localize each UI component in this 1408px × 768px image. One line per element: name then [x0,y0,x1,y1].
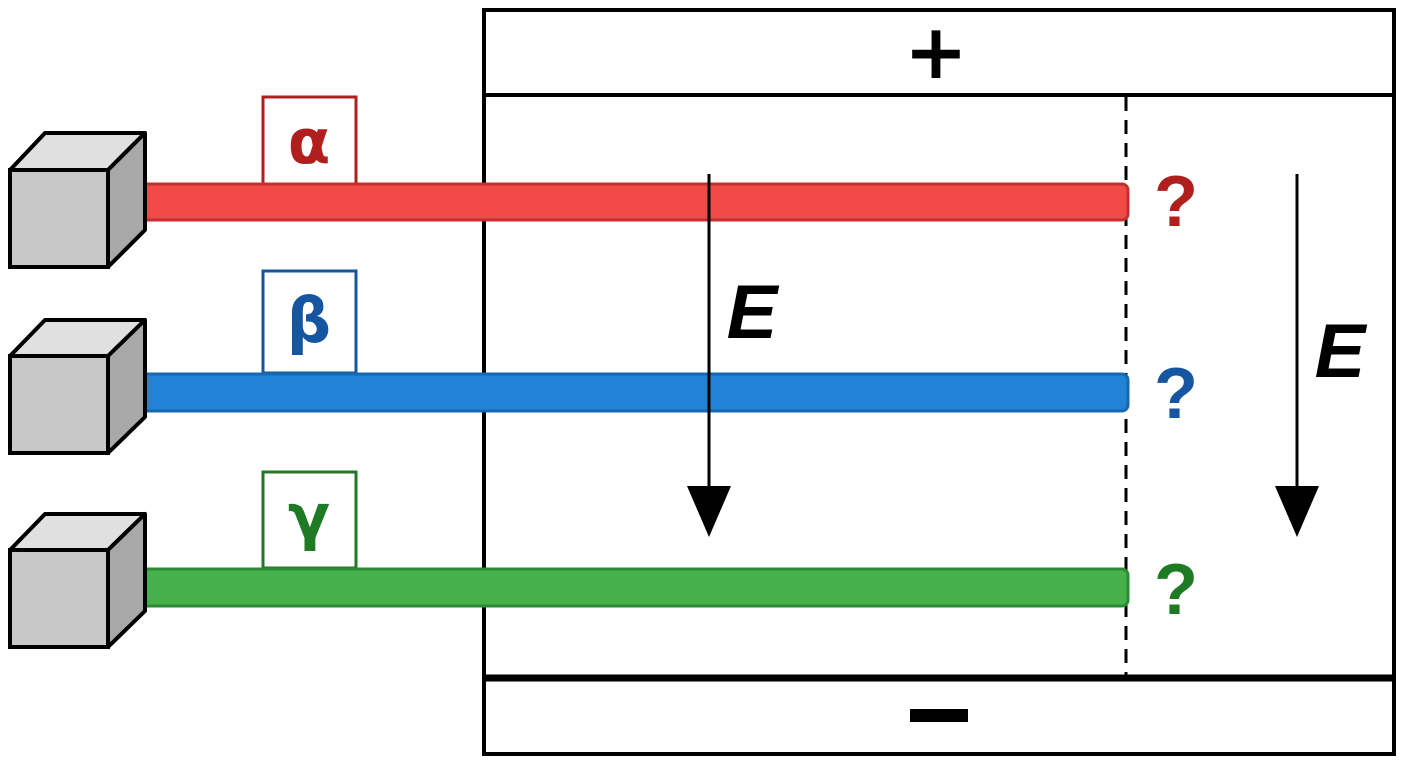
gamma-beam [120,567,1130,608]
positive-plate-sign: + [904,7,968,96]
alpha-unknown: ? [1154,162,1198,242]
gamma-label-box [261,470,358,570]
field-label-left: E [727,270,780,355]
beta-source-front [8,354,110,455]
field-arrow-left-head [687,486,731,537]
gamma-label: γ [288,480,330,553]
gamma-source-front [8,548,110,649]
beta-beam-group: β ? [8,269,1198,455]
alpha-source-front [8,168,110,269]
alpha-beam-group: α ? [8,95,1198,269]
alpha-label-box [261,95,358,187]
beta-unknown: ? [1154,354,1198,434]
gamma-unknown: ? [1154,550,1198,630]
field-arrow-right [1275,174,1319,537]
beta-label: β [287,284,331,357]
gamma-source [8,512,147,649]
field-arrow-left [687,174,731,537]
negative-plate-sign [910,709,968,722]
alpha-label: α [288,105,331,178]
beta-source [8,318,147,455]
alpha-beam [120,182,1130,222]
field-label-right: E [1315,309,1368,394]
field-arrow-right-head [1275,486,1319,537]
gamma-beam-group: γ ? [8,470,1198,649]
alpha-source [8,131,147,269]
beta-beam [120,372,1130,413]
